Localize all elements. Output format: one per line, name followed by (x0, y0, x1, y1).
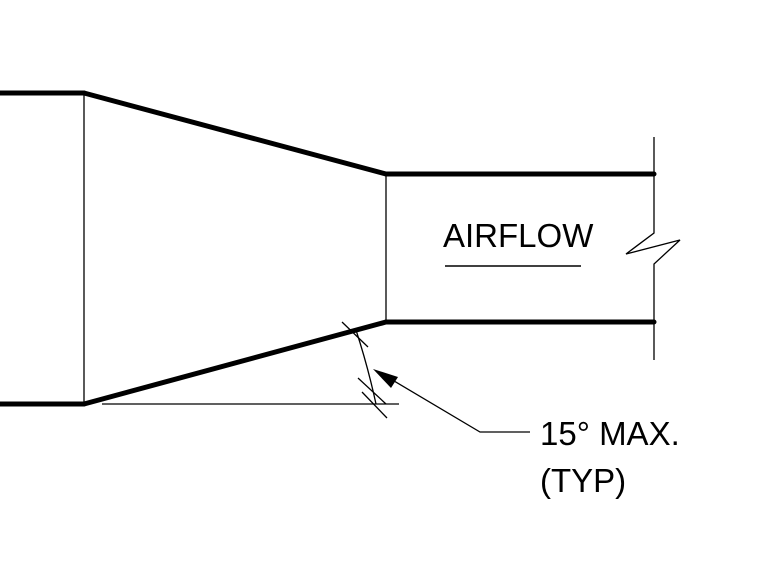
transition-bottom-taper (81, 319, 389, 407)
arc-tick-mid (357, 377, 387, 405)
arc-tick-top (341, 321, 369, 348)
angle-dimension-arc (355, 329, 377, 405)
angle-note-line2: (TYP) (540, 462, 626, 499)
transition-top-taper (81, 90, 389, 177)
arc-tick-bottom (361, 391, 388, 419)
angle-note-line1: 15° MAX. (540, 415, 680, 452)
airflow-label: AIRFLOW (443, 217, 594, 254)
angle-leader-line (383, 374, 530, 433)
break-line (625, 137, 681, 360)
leader-arrowhead (373, 369, 398, 388)
